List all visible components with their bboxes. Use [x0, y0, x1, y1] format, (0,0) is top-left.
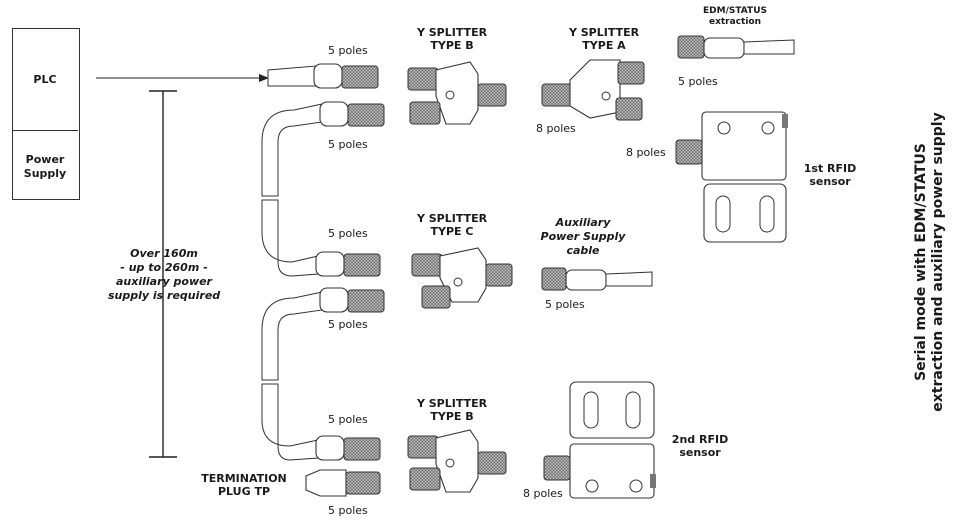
splitter-b-type-1: TYPE B	[430, 39, 474, 52]
rfid-sensor-icon-1	[675, 111, 788, 181]
aux-label-1: Auxiliary	[555, 216, 611, 229]
edm-extraction-cable-icon	[677, 35, 795, 59]
rfid-actuator-icon-2	[569, 381, 655, 439]
poles-label: 5 poles	[328, 138, 368, 151]
poles-label: 5 poles	[678, 75, 718, 88]
plc-divider	[12, 130, 78, 131]
poles-label: 5 poles	[328, 413, 368, 426]
y-splitter-a-icon	[541, 59, 645, 121]
plc-label: PLC	[33, 73, 57, 86]
distance-note-3: auxiliary power	[116, 275, 212, 288]
aux-label-3: cable	[566, 244, 600, 257]
rfid-actuator-icon-1	[703, 183, 787, 243]
poles-label: 5 poles	[328, 504, 368, 517]
splitter-b-title-2: Y SPLITTER	[416, 397, 488, 410]
rfid2-label-1: 2nd RFID	[671, 433, 729, 446]
power-supply-label-1: Power	[25, 153, 65, 166]
poles-label: 8 poles	[536, 122, 576, 135]
aux-label-2: Power Supply	[540, 230, 626, 243]
cable-loop-2	[261, 199, 381, 277]
distance-note-1: Over 160m	[130, 247, 198, 260]
poles-label: 5 poles	[545, 298, 585, 311]
rfid1-label-1: 1st RFID	[803, 162, 857, 175]
poles-label: 5 poles	[328, 227, 368, 240]
splitter-a-title: Y SPLITTER	[568, 26, 640, 39]
splitter-a-type: TYPE A	[582, 39, 626, 52]
rfid-sensor-icon-2	[543, 443, 656, 499]
splitter-b-title-1: Y SPLITTER	[416, 26, 488, 39]
poles-label: 8 poles	[523, 487, 563, 500]
poles-label: 8 poles	[626, 146, 666, 159]
title-line-2: extraction and auxiliary power supply	[930, 112, 946, 412]
cable-loop-1	[261, 101, 385, 197]
distance-note-2: - up to 260m -	[120, 261, 208, 274]
rfid2-label-2: sensor	[679, 446, 721, 459]
cable-loop-3	[261, 287, 385, 381]
rfid1-label-2: sensor	[809, 175, 851, 188]
y-splitter-c-icon	[411, 247, 513, 309]
edm-label-1: EDM/STATUS	[703, 6, 767, 16]
y-splitter-b-icon-2	[407, 429, 507, 493]
y-splitter-b-icon-1	[407, 61, 507, 125]
distance-bar	[149, 90, 177, 458]
cable-to-plc	[267, 63, 379, 89]
splitter-c-type: TYPE C	[430, 225, 474, 238]
power-supply-label-2: Supply	[23, 167, 67, 180]
termination-plug-icon	[305, 469, 381, 497]
cable-loop-4	[261, 383, 381, 461]
title-line-1: Serial mode with EDM/STATUS	[913, 143, 929, 381]
splitter-c-title: Y SPLITTER	[416, 212, 488, 225]
termination-label-1: TERMINATION	[201, 472, 287, 485]
poles-label: 5 poles	[328, 318, 368, 331]
termination-label-2: PLUG TP	[217, 485, 271, 498]
plc-box	[12, 28, 80, 200]
edm-label-2: extraction	[708, 17, 762, 27]
aux-power-cable-icon	[541, 267, 653, 291]
poles-label: 5 poles	[328, 44, 368, 57]
splitter-b-type-2: TYPE B	[430, 410, 474, 423]
distance-note-4: supply is required	[108, 289, 221, 302]
